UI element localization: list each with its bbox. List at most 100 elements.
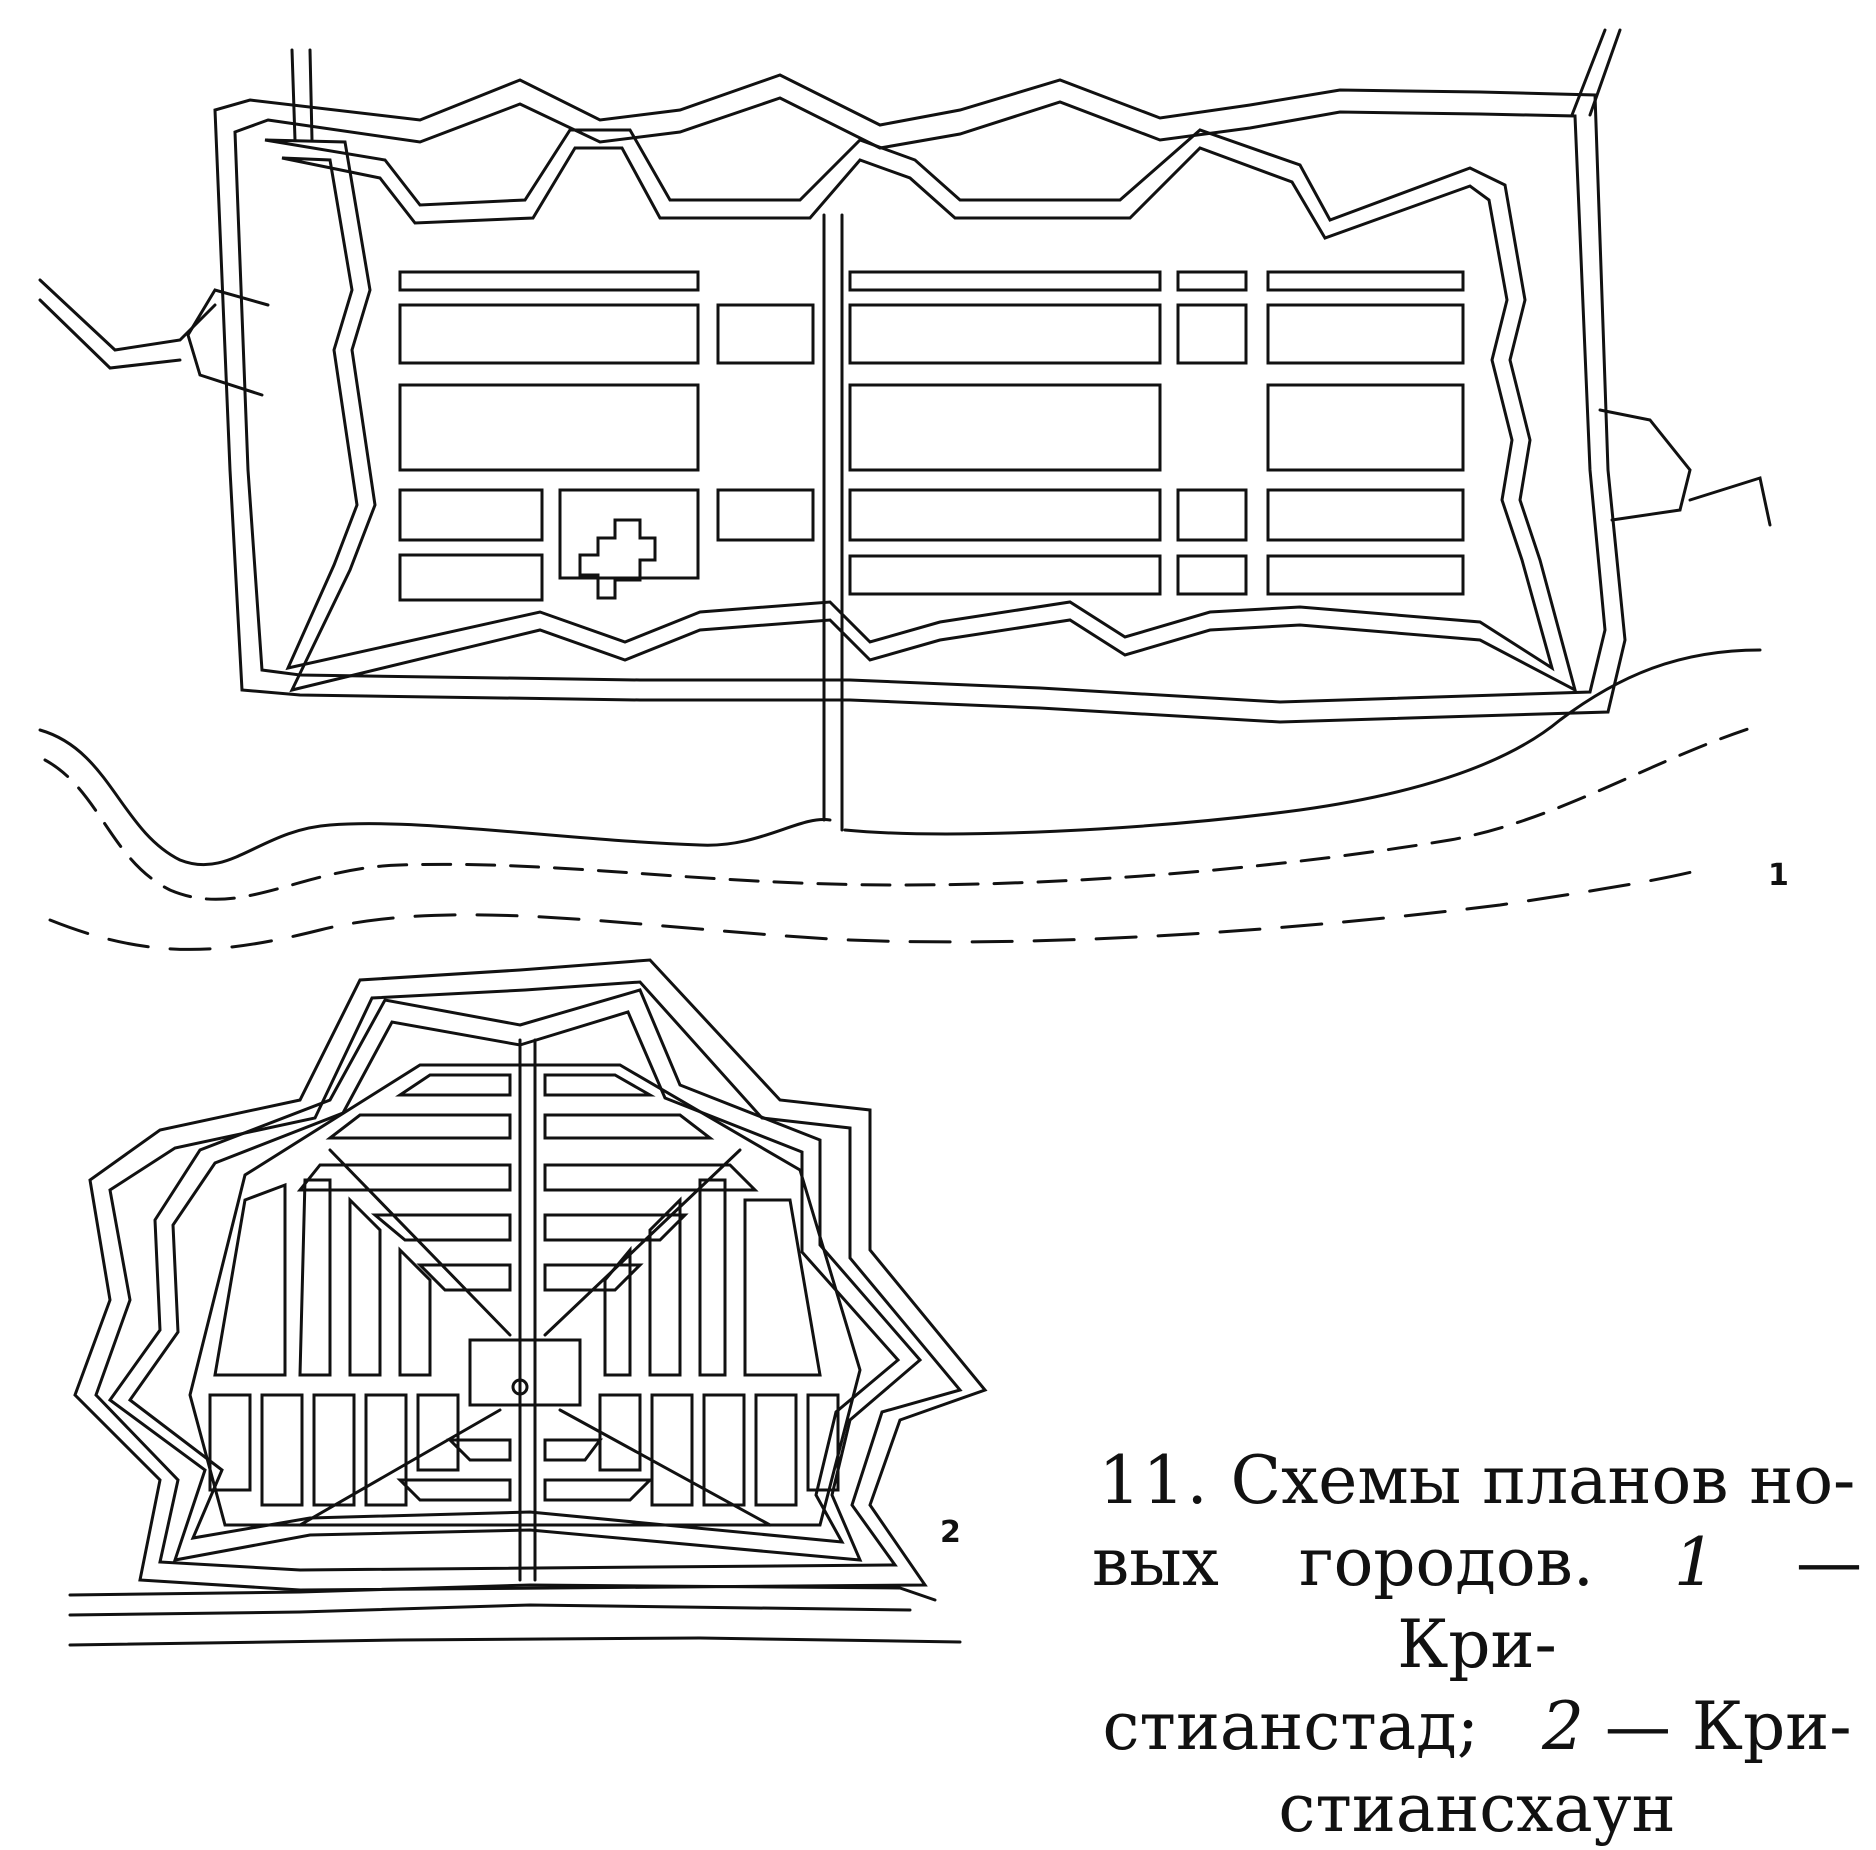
plan2-block [312, 1393, 356, 1507]
plan-christianshavn: 2 [68, 958, 988, 1647]
plan2-block [213, 1182, 287, 1377]
plan2-block [543, 1213, 689, 1242]
plan1-wall-outer [264, 128, 1578, 693]
plan1-moat-outer [213, 73, 1627, 724]
plan2-block [603, 1245, 632, 1377]
caption-line-4: стиансхаун [1092, 1768, 1862, 1850]
plan2-shore-3 [68, 1636, 962, 1647]
caption-ref-1: 1 [1673, 1524, 1716, 1601]
plan2-block [260, 1393, 304, 1507]
plan2-block [543, 1163, 759, 1192]
caption-text-3a: стианстад; [1102, 1688, 1479, 1765]
plan2-block [702, 1393, 746, 1507]
plan1-block [1266, 303, 1465, 365]
caption-text-3b: — Кри- [1604, 1688, 1852, 1765]
plan2-block [416, 1263, 512, 1292]
plan1-blocks-east [848, 270, 1465, 596]
plan2-city-boundary [188, 1063, 862, 1527]
caption-line-2: вых городов. 1 — Кри- [1092, 1522, 1862, 1686]
plan2-diagonal-nw [328, 1148, 512, 1337]
plan1-block [1176, 270, 1248, 292]
plan2-block [650, 1393, 694, 1507]
plan1-outwork-left [186, 288, 270, 397]
caption-text-1: Схемы планов но- [1230, 1442, 1856, 1519]
plan1-block [558, 488, 700, 580]
plan2-block [754, 1393, 798, 1507]
plan1-road-north-right-2 [1588, 28, 1622, 117]
plan1-block [1266, 270, 1465, 292]
caption-line-1: 11. Схемы планов но- [1092, 1440, 1862, 1522]
plan2-block [370, 1213, 512, 1242]
plan2-block [398, 1246, 432, 1377]
plan1-block [848, 554, 1162, 596]
plan1-river-bank-4 [48, 868, 1702, 951]
plan1-wall-inner [281, 146, 1555, 672]
caption-text-4: стиансхаун [1278, 1770, 1676, 1847]
plan2-moat-inner [94, 980, 963, 1572]
plan2-star-wall-inner [127, 1010, 901, 1544]
plan2-block [298, 1178, 332, 1377]
plan1-block [398, 383, 700, 472]
plan1-river-bank-3 [43, 723, 1762, 901]
plan2-block [395, 1073, 512, 1097]
caption-text-2b: — Кри- [1397, 1524, 1862, 1683]
caption-line-3: стианстад; 2 — Кри- [1092, 1686, 1862, 1768]
plan2-diagonal-sw [298, 1408, 502, 1527]
figure: 1 [38, 28, 1862, 1847]
plan2-block [543, 1073, 656, 1097]
plan1-block [1176, 303, 1248, 365]
plan2-star-wall-outer [107, 988, 923, 1562]
plan1-block [1176, 554, 1248, 596]
plan2-block [348, 1196, 382, 1377]
plan2-block [806, 1393, 840, 1492]
plan1-blocks-west [398, 270, 815, 602]
plan2-central-square [468, 1338, 582, 1407]
plan2-block [543, 1478, 654, 1502]
plan2-block [416, 1393, 460, 1472]
figure-caption: 11. Схемы планов но- вых городов. 1 — Кр… [1092, 1440, 1862, 1850]
plan1-block [716, 303, 815, 365]
plan2-block [364, 1393, 408, 1507]
plan1-road-nw [38, 278, 217, 352]
plan2-block [648, 1196, 682, 1377]
plan1-block [1176, 488, 1248, 542]
plan1-block [398, 553, 544, 602]
plan1-river-bank-2 [843, 648, 1762, 836]
city-plans-drawing: 1 [38, 28, 1789, 1647]
plan1-label: 1 [1768, 858, 1789, 893]
plan2-diagonal-ne [543, 1148, 742, 1337]
plan1-block [848, 303, 1162, 365]
plan-kristianstad: 1 [38, 28, 1789, 951]
plan2-block [446, 1438, 512, 1462]
plan2-block [543, 1438, 603, 1462]
caption-ref-2: 2 [1541, 1688, 1584, 1765]
plan2-block [543, 1263, 644, 1292]
plan2-block [296, 1163, 512, 1192]
plan2-shore-1 [68, 1583, 937, 1602]
plan1-block [716, 488, 815, 542]
plan1-block [398, 488, 544, 542]
plan2-blocks [208, 1073, 840, 1507]
plan2-label: 2 [940, 1515, 961, 1550]
plan1-river-bank-1 [38, 728, 832, 867]
plan1-block [848, 488, 1162, 542]
caption-number: 11. [1098, 1442, 1210, 1519]
plan1-block [1266, 488, 1465, 542]
plan1-block [1266, 554, 1465, 596]
plan1-block [848, 270, 1162, 292]
plan2-block [598, 1393, 642, 1472]
plan1-block [1266, 383, 1465, 472]
plan1-block [398, 303, 700, 365]
plan1-block [848, 383, 1162, 472]
plan2-moat-outer [73, 958, 988, 1592]
plan2-block [325, 1113, 512, 1140]
plan1-road-north-left-2 [308, 48, 314, 142]
plan2-block [543, 1113, 715, 1140]
plan1-road-north-left [290, 48, 297, 142]
plan2-center-monument [511, 1378, 529, 1396]
plan2-block [698, 1178, 727, 1377]
plan1-road-nw-2 [38, 298, 182, 370]
plan2-block [743, 1198, 822, 1377]
plan1-road-north-right [1570, 28, 1607, 117]
plan2-shore-2 [68, 1603, 912, 1617]
